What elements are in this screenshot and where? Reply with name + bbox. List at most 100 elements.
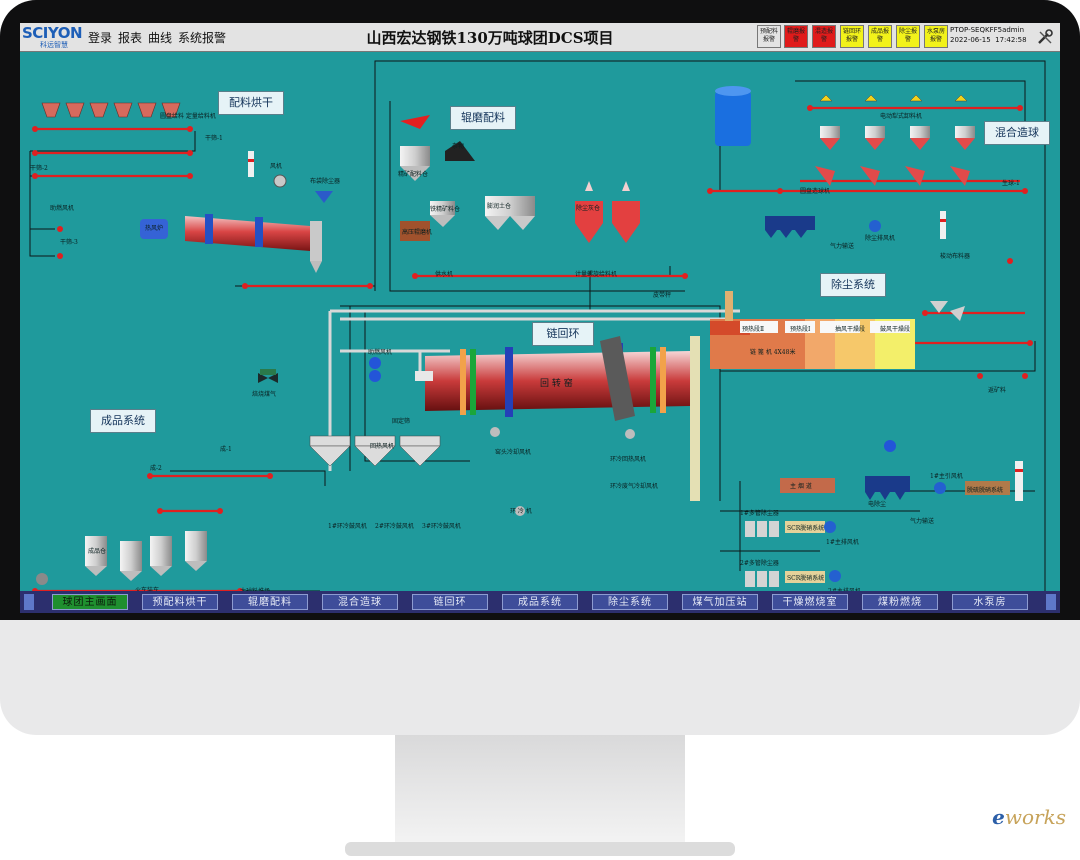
label-iron-bin: 铁精矿料仓 <box>430 206 461 213</box>
tab-grate-kiln[interactable]: 链回环 <box>412 594 488 610</box>
label-main-exhaust-1: 1#主排风机 <box>826 539 859 546</box>
tab-pump-house[interactable]: 水泵房 <box>952 594 1028 610</box>
label-scr-1: SCR脱硝系统 <box>787 525 825 532</box>
user-name: admin <box>1002 26 1025 34</box>
tab-prebatch-drying[interactable]: 预配料烘干 <box>142 594 218 610</box>
rotary-dryer <box>140 151 333 273</box>
label-cooler-fan-2: 2#环冷鼓风机 <box>375 523 414 530</box>
label-green-ball: 生球-1 <box>1002 180 1020 187</box>
label-preheat-2: 预热段Ⅱ <box>742 326 765 333</box>
label-cooler-fan-1: 1#环冷鼓风机 <box>328 523 367 530</box>
conveyor-heads <box>32 105 1033 591</box>
brand-e: e <box>992 805 1005 829</box>
section-dust-removal[interactable]: 除尘系统 <box>820 273 886 297</box>
menu-trend[interactable]: 曲线 <box>148 31 173 45</box>
baghouse-top <box>765 211 946 239</box>
alarm-product[interactable]: 成品报警 <box>868 25 892 48</box>
label-debris: 杂物 <box>452 143 465 150</box>
tools-icon[interactable] <box>1036 28 1054 46</box>
label-multitube-2: 2#多管除尘器 <box>740 560 779 567</box>
tab-mixing-balling[interactable]: 混合造球 <box>322 594 398 610</box>
label-preheat-1: 预热段Ⅰ <box>790 326 811 333</box>
sciyon-logo: SCIYON 科远智慧 <box>22 25 86 49</box>
section-grate-kiln[interactable]: 链回环 <box>532 322 594 346</box>
label-gansha1: 干筛-1 <box>205 135 223 142</box>
tab-coal-burner[interactable]: 煤粉燃烧 <box>862 594 938 610</box>
label-gansha3: 干筛-3 <box>60 239 78 246</box>
label-reheat-fan: 回热风机 <box>370 443 395 450</box>
tab-roller-mill[interactable]: 辊磨配料 <box>232 594 308 610</box>
scada-screen: SCIYON 科远智慧 登录 报表 曲线 系统报警 山西宏达钢铁130万吨球团D… <box>20 23 1060 613</box>
product-silos <box>85 531 207 581</box>
label-rotary-kiln: 回 转 窑 <box>540 379 573 389</box>
label-screw-feeder: 计量螺旋给料机 <box>575 271 618 278</box>
label-belt-scale: 皮带秤 <box>653 292 672 299</box>
label-multitube-1: 1#多管除尘器 <box>740 510 779 517</box>
label-concentrate-bin: 精矿配料仓 <box>398 171 429 178</box>
label-scr-2: SCR脱硝系统 <box>787 575 825 582</box>
eworks-watermark: eworks <box>992 805 1066 829</box>
monitor: SCIYON 科远智慧 登录 报表 曲线 系统报警 山西宏达钢铁130万吨球团D… <box>0 0 1080 829</box>
label-hot-stove: 热风炉 <box>145 225 164 232</box>
label-grate-machine: 链 篦 机 4X48米 <box>750 349 796 356</box>
tab-bar-left-handle <box>24 594 34 610</box>
menu-login[interactable]: 登录 <box>88 31 113 45</box>
label-dust-exhaust-fan: 除尘排风机 <box>865 235 896 242</box>
logo-subtext: 科远智慧 <box>40 41 68 49</box>
label-hp-roller: 高压辊磨机 <box>402 229 433 236</box>
brand-rest: works <box>1004 805 1066 829</box>
label-product-conveyor-1: 成-1 <box>220 446 232 453</box>
section-mixing-balling[interactable]: 混合造球 <box>984 121 1050 145</box>
alarm-rollermill[interactable]: 辊磨报警 <box>784 25 808 48</box>
balling-discs <box>815 94 975 186</box>
navigation-tab-bar: 球团主画面 预配料烘干 辊磨配料 混合造球 链回环 成品系统 除尘系统 煤气加压… <box>20 591 1060 613</box>
rotary-kiln <box>258 336 700 501</box>
label-bag-filter: 布袋除尘器 <box>310 178 341 185</box>
label-shuttle-distributor: 梭动布料器 <box>940 253 971 260</box>
label-pneumatic-2: 气力输送 <box>910 518 935 525</box>
label-ring-cooler: 环 冷 机 <box>510 508 532 515</box>
label-combustion-fan: 助燃风机 <box>50 205 75 212</box>
label-cooler-reheat-fan: 环冷回热风机 <box>610 456 647 463</box>
section-roller-mill[interactable]: 辊磨配料 <box>450 106 516 130</box>
label-gansha2: 干筛-2 <box>30 165 48 172</box>
label-esp: 电除尘 <box>868 501 887 508</box>
label-main-flue: 主 烟 道 <box>790 483 812 490</box>
label-fan: 风机 <box>270 163 283 170</box>
tab-pellet-main[interactable]: 球团主画面 <box>52 594 128 610</box>
page-title: 山西宏达钢铁130万吨球团DCS项目 <box>366 29 614 47</box>
label-cooler-waste-fan: 环冷废气冷却风机 <box>610 483 659 490</box>
label-draft-drying: 抽风干燥段 <box>835 326 866 333</box>
grate-machine <box>710 291 965 369</box>
alarm-dust[interactable]: 除尘报警 <box>896 25 920 48</box>
label-return-ore: 返矿料 <box>988 387 1007 394</box>
label-dust-ash-bin: 除尘灰仓 <box>576 205 601 212</box>
tab-gas-booster[interactable]: 煤气加压站 <box>682 594 758 610</box>
alarm-grate-kiln[interactable]: 链回环报警 <box>840 25 864 48</box>
section-batching-drying[interactable]: 配料烘干 <box>218 91 284 115</box>
label-desulfurization: 脱硫脱硝系统 <box>967 487 1004 494</box>
menu-system-alarm[interactable]: 系统报警 <box>178 31 227 45</box>
section-product[interactable]: 成品系统 <box>90 409 156 433</box>
label-plough-tripper: 电动犁式卸料机 <box>880 113 923 120</box>
alarm-mixing[interactable]: 混造报警 <box>812 25 836 48</box>
label-water-feeder: 供水机 <box>435 271 454 278</box>
menu-report[interactable]: 报表 <box>118 31 143 45</box>
tab-drying-combustion[interactable]: 干燥燃烧室 <box>772 594 848 610</box>
roller-mill-section <box>400 86 751 241</box>
bottom-dust-system <box>745 461 1023 587</box>
process-canvas: 配料烘干 辊磨配料 混合造球 除尘系统 链回环 成品系统 干筛-1 干筛-2 干… <box>20 51 1060 595</box>
current-date: 2022-06-15 <box>950 36 991 44</box>
cooler-hoppers <box>309 435 441 467</box>
label-cooler-fan-3: 3#环冷鼓风机 <box>422 523 461 530</box>
tab-dust-removal[interactable]: 除尘系统 <box>592 594 668 610</box>
alarm-pumphouse[interactable]: 水泵房报警 <box>924 25 948 48</box>
process-flow-diagram <box>29 60 1046 591</box>
host-name: PTOP-SEQKFF5 <box>950 26 1003 34</box>
alarm-preconfig[interactable]: 预配料报警 <box>757 25 781 48</box>
label-product-conveyor-2: 成-2 <box>150 465 162 472</box>
tab-product[interactable]: 成品系统 <box>502 594 578 610</box>
label-train-loading: 火车装车 <box>135 585 159 594</box>
label-pneumatic-conveying: 气力输送 <box>830 243 855 250</box>
fans <box>36 357 896 585</box>
